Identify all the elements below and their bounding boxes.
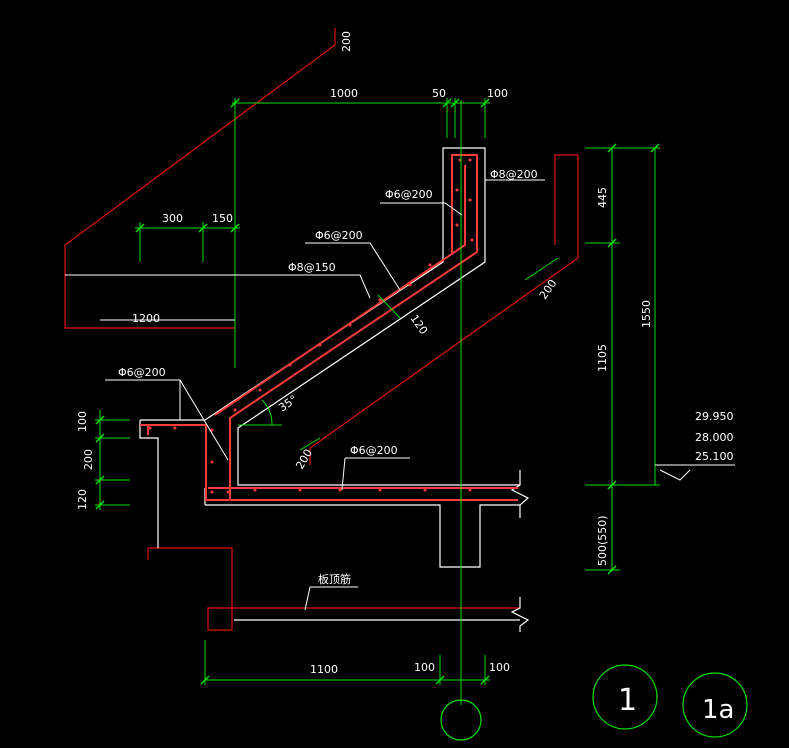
dim-1200: 1200: [132, 312, 160, 325]
elevation-2: 28.000: [695, 431, 734, 444]
dim-200-top: 200: [340, 31, 353, 52]
axis-label-1: 1: [618, 683, 637, 718]
dim-50: 50: [432, 87, 446, 100]
angle-label: 35°: [276, 393, 299, 415]
parapet-outline: [309, 154, 579, 465]
rebar-label-bottom-slab: Φ6@200: [350, 444, 398, 457]
rebar-dots: [148, 158, 474, 494]
dim-200-slab: 200: [293, 447, 315, 472]
text-labels: 1000 50 100 300 150 1200 200 445 1105 15…: [76, 31, 734, 725]
rebar-label-lower-slab: 板顶筋: [318, 572, 351, 586]
rebar-label-slab-dist: Φ6@200: [315, 229, 363, 242]
dim-120-slab: 120: [408, 312, 431, 337]
dim-1000: 1000: [330, 87, 358, 100]
left-ledge-outline: [148, 547, 520, 631]
elevation-1: 29.950: [695, 410, 734, 423]
axis-bubble-main: [440, 699, 482, 741]
roof-slab-outline: [64, 28, 336, 329]
dim-100-bottom-a: 100: [414, 661, 435, 674]
leader-lines: [65, 179, 735, 611]
dim-100-left: 100: [76, 411, 89, 432]
dim-100-top: 100: [487, 87, 508, 100]
dim-200-left: 200: [82, 449, 95, 470]
axis-label-1a: 1a: [702, 695, 734, 725]
rebar-inner: [214, 165, 466, 416]
rebar-label-top-right: Φ8@200: [490, 168, 538, 181]
dim-500-550: 500(550): [596, 515, 609, 566]
dim-1550: 1550: [640, 300, 653, 328]
dim-120-left: 120: [76, 489, 89, 510]
rebar-group: [140, 154, 518, 501]
rebar-label-left-corner: Φ6@200: [118, 366, 166, 379]
dim-300: 300: [162, 212, 183, 225]
stair-concrete-outline: [139, 147, 530, 632]
rebar-label-top-corner: Φ6@200: [385, 188, 433, 201]
dim-1100: 1100: [310, 663, 338, 676]
axis-bubble-1a: [682, 672, 748, 738]
rebar-label-slab-main: Φ8@150: [288, 261, 336, 274]
dim-100-bottom-b: 100: [489, 661, 510, 674]
dim-445: 445: [596, 187, 609, 208]
dim-1105: 1105: [596, 344, 609, 372]
axis-bubble-1: [592, 664, 658, 730]
dimension-ticks: [95, 98, 660, 685]
elevation-3: 25.100: [695, 450, 734, 463]
dim-150: 150: [212, 212, 233, 225]
dim-200-parapet: 200: [537, 277, 560, 302]
